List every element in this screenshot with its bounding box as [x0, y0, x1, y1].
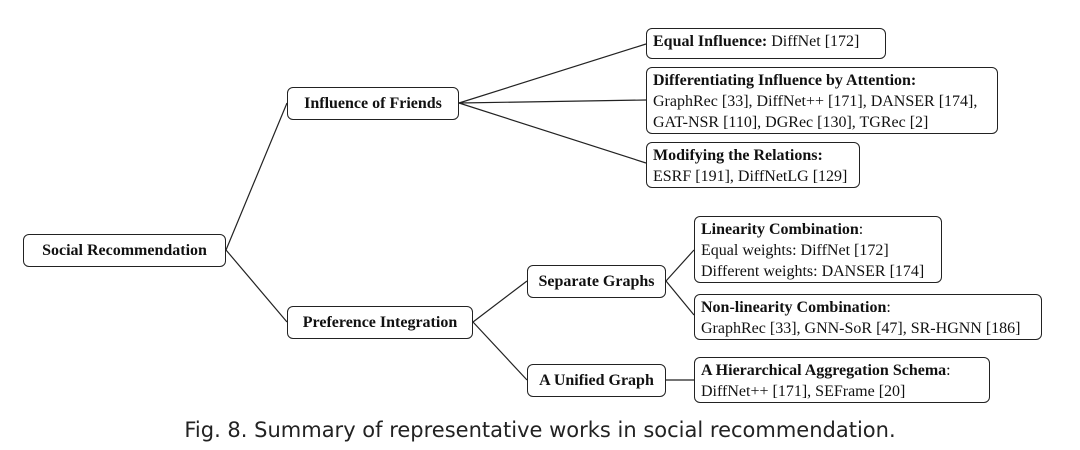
- non-linearity-combination-colon: :: [886, 299, 891, 316]
- root-node: Social Recommendation: [23, 234, 226, 267]
- non-linearity-combination-works: GraphRec [33], GNN-SoR [47], SR-HGNN [18…: [701, 320, 1021, 337]
- modifying-relations-works: ESRF [191], DiffNetLG [129]: [653, 168, 848, 185]
- edge-separate-linear: [665, 249, 695, 282]
- equal-influence-node: Equal Influence: DiffNet [172]: [646, 28, 886, 59]
- unified-graph-label: A Unified Graph: [539, 372, 654, 389]
- modifying-relations-node: Modifying the Relations: ESRF [191], Dif…: [646, 142, 860, 188]
- linearity-combination-heading: Linearity Combination: [701, 221, 859, 238]
- non-linearity-combination-heading: Non-linearity Combination: [701, 299, 887, 316]
- edge-preference-unified: [472, 321, 528, 381]
- linearity-combination-node: Linearity Combination: Equal weights: Di…: [694, 216, 942, 283]
- edge-preference-separate: [472, 280, 528, 323]
- unified-graph-node: A Unified Graph: [527, 364, 666, 397]
- linearity-combination-line-1: Equal weights: DiffNet [172]: [701, 242, 889, 259]
- edge-friends-relations: [458, 102, 647, 164]
- hierarchical-aggregation-works: DiffNet++ [171], SEFrame [20]: [701, 383, 906, 400]
- linearity-combination-colon: :: [858, 221, 864, 238]
- edge-friends-attention: [458, 99, 647, 104]
- attention-influence-heading: Differentiating Influence by Attention:: [653, 72, 917, 89]
- root-label: Social Recommendation: [42, 242, 207, 259]
- equal-influence-heading: Equal Influence:: [653, 33, 768, 50]
- separate-graphs-node: Separate Graphs: [527, 265, 666, 298]
- modifying-relations-heading: Modifying the Relations:: [653, 147, 823, 164]
- edge-separate-nonlinear: [665, 280, 695, 316]
- preference-integration-label: Preference Integration: [302, 314, 458, 331]
- hierarchical-aggregation-heading: A Hierarchical Aggregation Schema: [701, 362, 947, 379]
- influence-of-friends-node: Influence of Friends: [287, 87, 459, 120]
- influence-of-friends-label: Influence of Friends: [304, 95, 442, 112]
- equal-influence-works: DiffNet [172]: [767, 33, 860, 50]
- non-linearity-combination-node: Non-linearity Combination: GraphRec [33]…: [694, 294, 1042, 340]
- attention-influence-node: Differentiating Influence by Attention: …: [646, 67, 998, 134]
- edge-friends-equal: [458, 43, 647, 104]
- attention-influence-works-line-1: GraphRec [33], DiffNet++ [171], DANSER […: [653, 93, 978, 110]
- edge-root-preference: [225, 249, 288, 323]
- hierarchical-aggregation-colon: :: [946, 362, 951, 379]
- separate-graphs-label: Separate Graphs: [538, 273, 655, 290]
- attention-influence-works-line-2: GAT-NSR [110], DGRec [130], TGRec [2]: [653, 114, 929, 131]
- hierarchical-aggregation-node: A Hierarchical Aggregation Schema: DiffN…: [694, 357, 990, 403]
- preference-integration-node: Preference Integration: [287, 306, 473, 339]
- figure-caption: Fig. 8. Summary of representative works …: [184, 418, 896, 442]
- edge-root-friends: [225, 102, 288, 251]
- linearity-combination-line-2: Different weights: DANSER [174]: [701, 263, 925, 280]
